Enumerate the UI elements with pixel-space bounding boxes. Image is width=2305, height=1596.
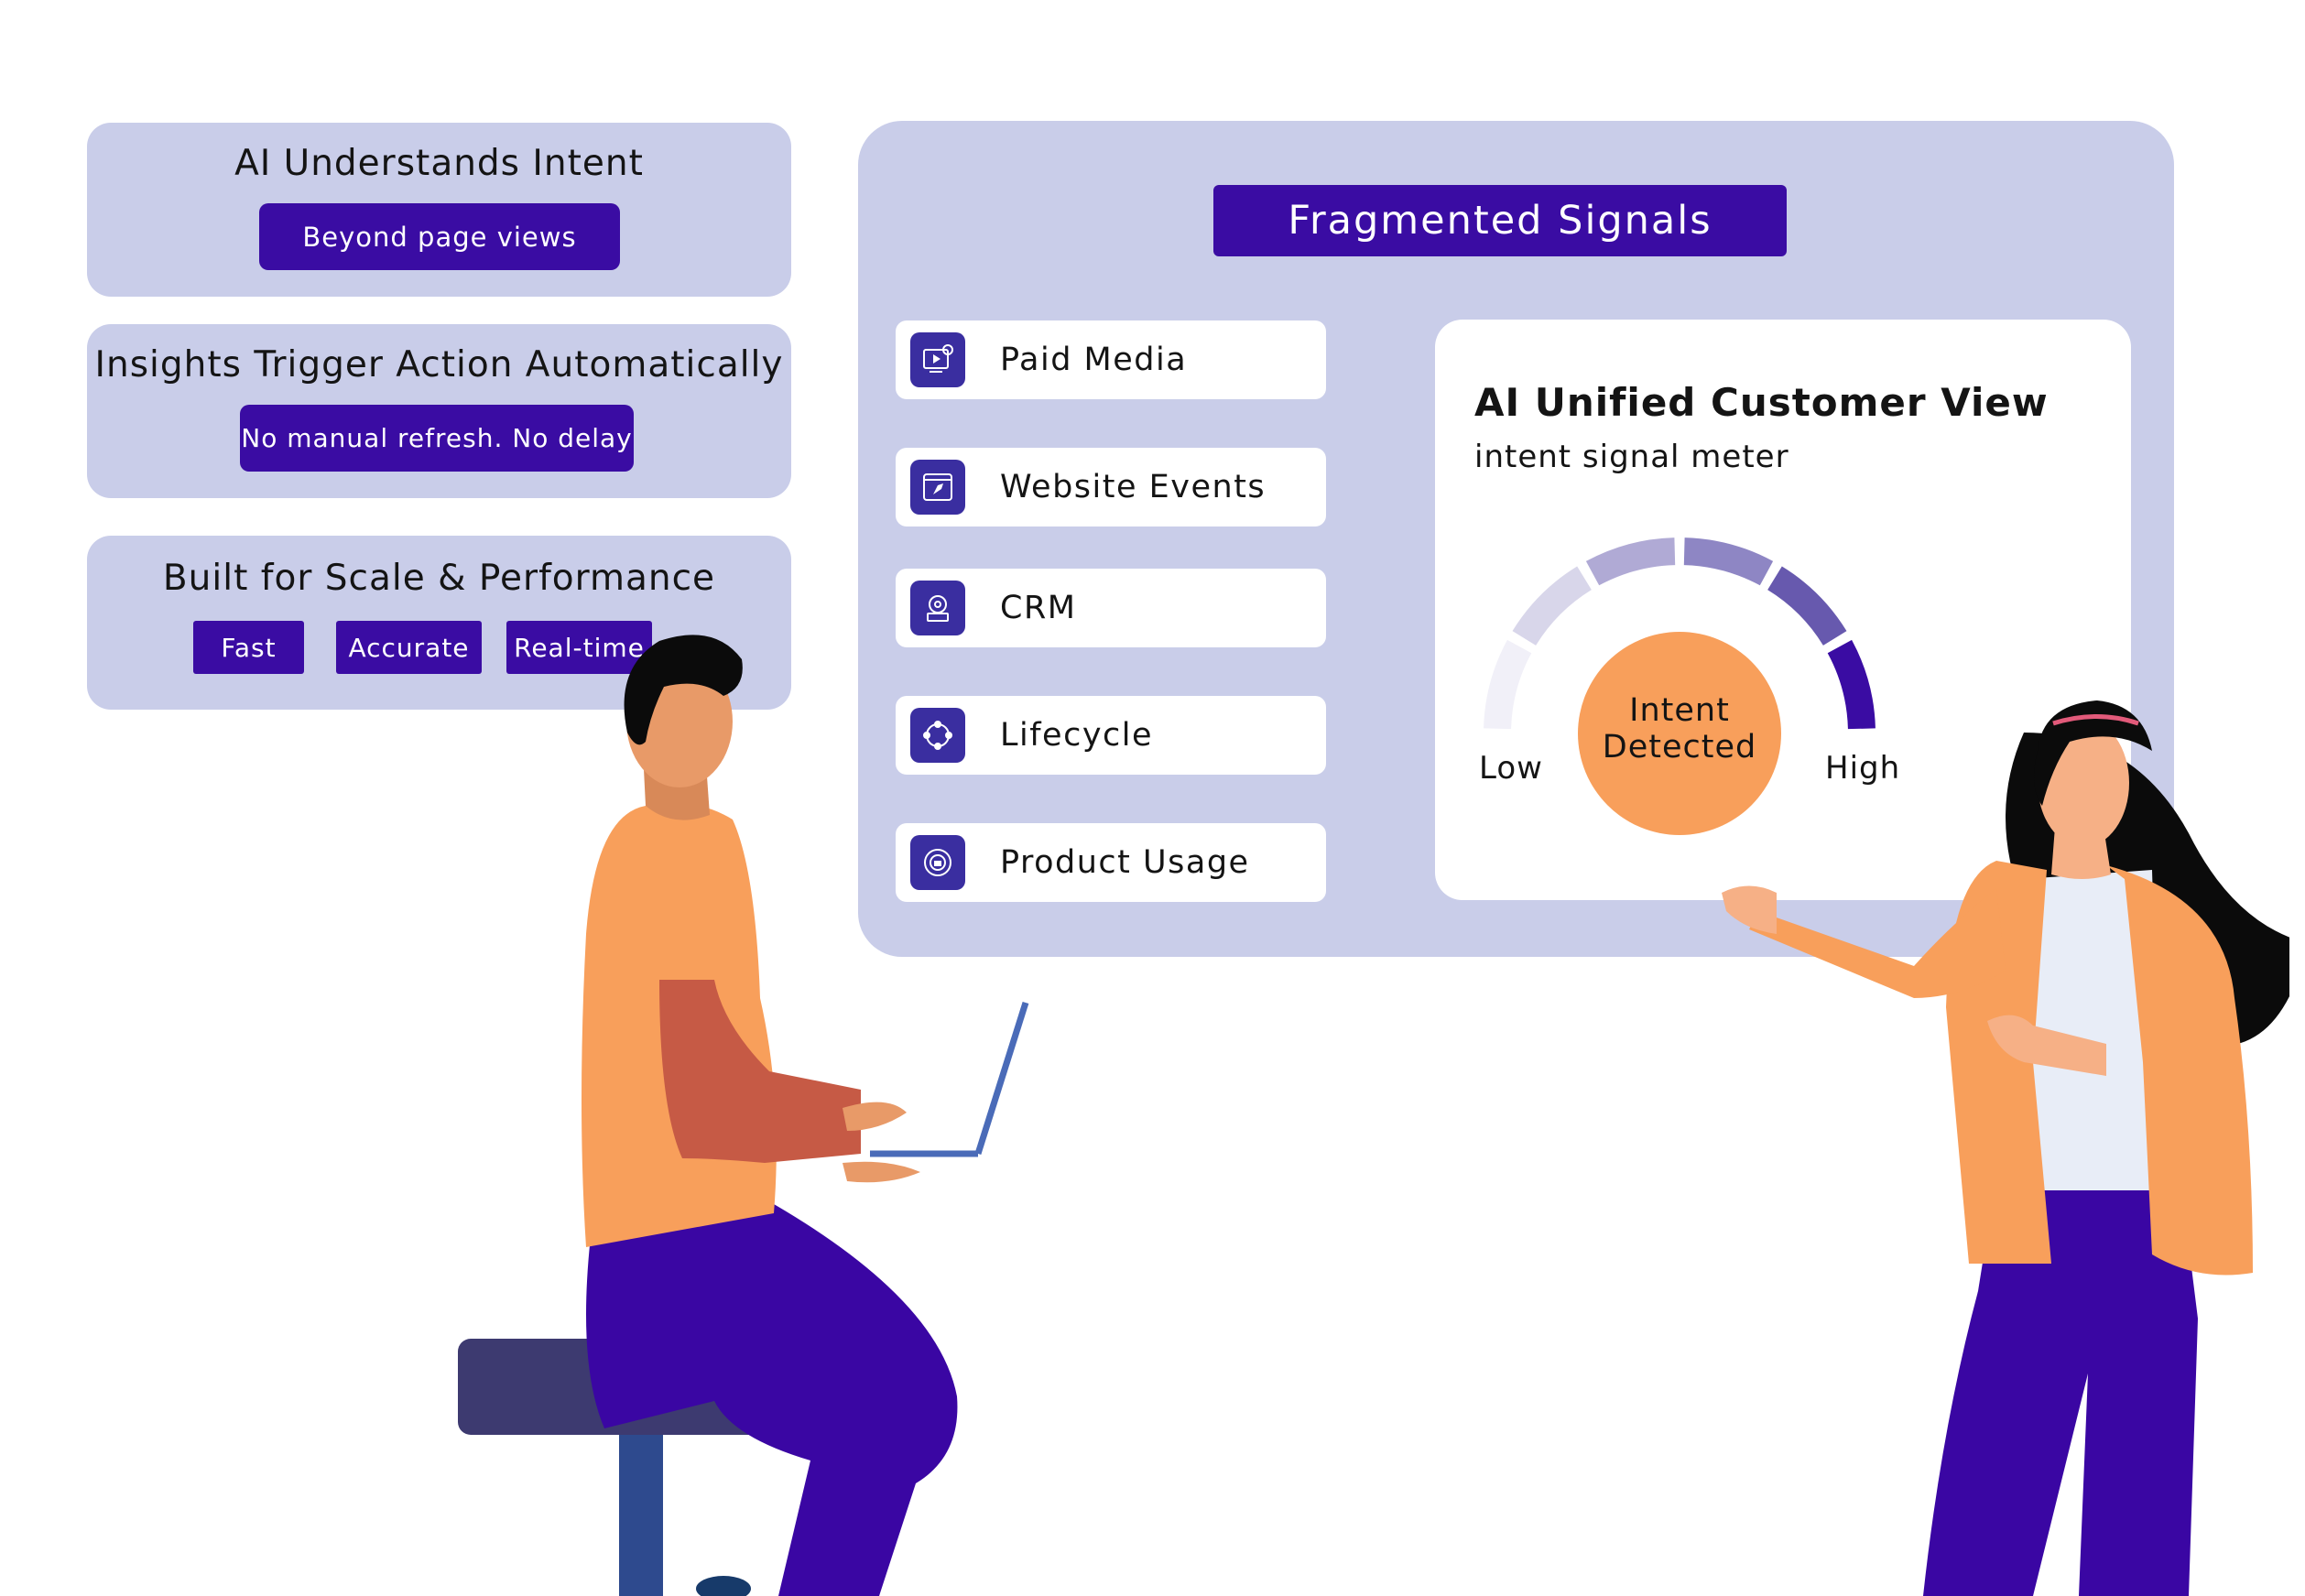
intent-detected-circle (1578, 632, 1781, 835)
feature-title-automation: Insights Trigger Action Automatically (94, 344, 784, 385)
feature-title-scale: Built for Scale & Performance (162, 558, 716, 599)
meter-segment-2 (1512, 566, 1593, 646)
signal-label-website-events: Website Events (1000, 469, 1267, 505)
no-manual-refresh-badge: No manual refresh. No delay (240, 405, 634, 472)
intent-signal-meter: Intent Detected (1484, 537, 1876, 835)
feature-card-intent: AI Understands Intent Beyond page views (87, 123, 791, 297)
signal-label-product-usage: Product Usage (1000, 844, 1250, 881)
woman-pants (1923, 1172, 2198, 1596)
man-hand-lower (843, 1161, 920, 1183)
cycle-arrows-icon (910, 708, 965, 763)
signal-label-crm: CRM (1000, 590, 1077, 626)
rocket-browser-icon (910, 460, 965, 515)
feature-card-automation: Insights Trigger Action Automatically No… (87, 324, 791, 498)
meter-segment-4 (1683, 537, 1774, 586)
woman-top (2024, 870, 2161, 1190)
woman-hand (1722, 885, 1777, 934)
man-pants (586, 1204, 958, 1596)
meter-segment-1 (1484, 639, 1532, 730)
signal-item-crm: CRM (896, 569, 1326, 647)
gauge-usage-icon (910, 835, 965, 890)
signal-item-website-events: Website Events (896, 448, 1326, 527)
meter-segments (1484, 537, 1876, 730)
signal-label-lifecycle: Lifecycle (1000, 717, 1154, 754)
man-shoe (696, 1576, 751, 1596)
woman-presenting-illustration (1722, 700, 2289, 1596)
crm-gear-icon (910, 581, 965, 635)
real-time-tag: Real-time (506, 621, 652, 674)
man-with-laptop-illustration (458, 635, 1029, 1596)
signal-item-paid-media: Paid Media (896, 320, 1326, 399)
laptop-screen (974, 1001, 1029, 1156)
meter-high-label: High (1825, 750, 1901, 787)
stool-leg (619, 1419, 663, 1596)
woman-hair-front (2034, 700, 2152, 806)
woman-hand-front (1987, 1015, 2106, 1076)
signal-label-paid-media: Paid Media (1000, 342, 1188, 378)
customer-view-title: AI Unified Customer View (1474, 380, 2049, 425)
woman-jacket-right (2106, 865, 2253, 1276)
intent-label: Intent (1629, 692, 1730, 729)
feature-title-intent: AI Understands Intent (234, 143, 644, 184)
man-hand (843, 1102, 907, 1131)
signal-item-lifecycle: Lifecycle (896, 696, 1326, 775)
woman-headband (2052, 714, 2139, 726)
meter-segment-5 (1767, 566, 1847, 646)
signal-item-product-usage: Product Usage (896, 823, 1326, 902)
fast-tag: Fast (193, 621, 304, 674)
woman-arm (1749, 888, 2006, 998)
beyond-page-views-badge: Beyond page views (259, 203, 620, 270)
accurate-tag: Accurate (336, 621, 482, 674)
meter-segment-6 (1827, 639, 1876, 730)
video-ad-icon (910, 332, 965, 387)
customer-view-subtitle: intent signal meter (1474, 439, 1789, 475)
meter-low-label: Low (1479, 750, 1543, 787)
fragmented-signals-title: Fragmented Signals (1213, 185, 1787, 256)
man-arm (659, 980, 861, 1163)
man-hair (624, 635, 743, 745)
detected-label: Detected (1603, 729, 1756, 765)
meter-segment-3 (1585, 537, 1676, 586)
